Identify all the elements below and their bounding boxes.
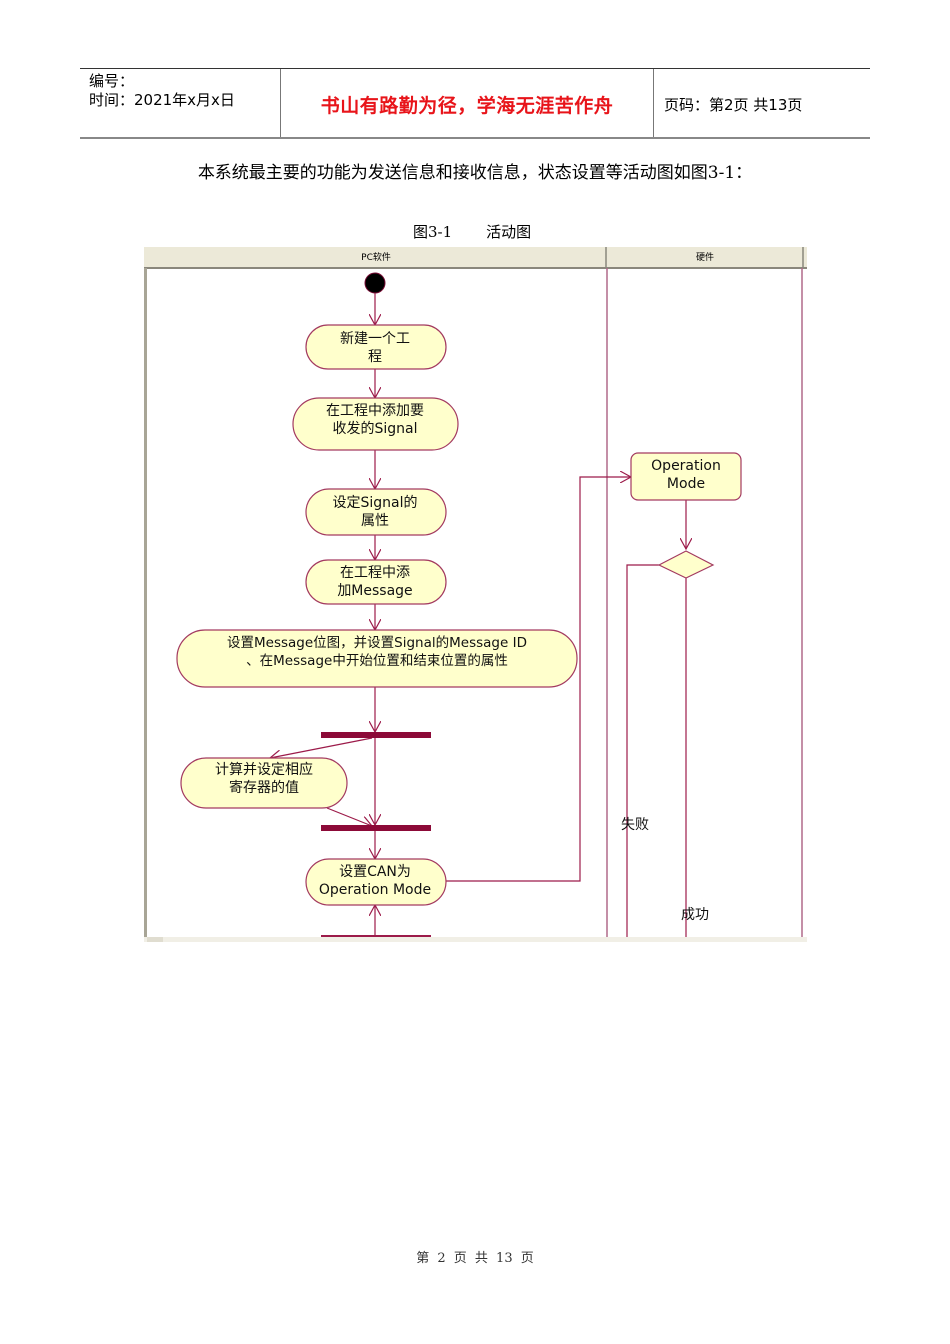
header-cell-meta: 编号： 时间：2021年x月x日 — [80, 69, 281, 137]
fork-bar — [321, 732, 431, 738]
serial-number-label: 编号： — [89, 72, 135, 90]
date-label: 时间：2021年x月x日 — [89, 91, 235, 109]
horizontal-scrollbar[interactable] — [144, 937, 807, 942]
activity-add-message — [305, 559, 447, 605]
motto-text: 书山有路勤为径，学海无涯苦作舟 — [320, 95, 614, 117]
activity-new-project — [305, 324, 447, 370]
activity-label: 设置CAN为 — [339, 864, 411, 880]
activity-label: Operation — [651, 458, 721, 474]
page-footer: 第 2 页 共 13 页 — [416, 1251, 534, 1266]
header-cell-motto: 书山有路勤为径，学海无涯苦作舟 — [281, 69, 654, 137]
decision-node — [657, 550, 715, 579]
activity-label: 寄存器的值 — [229, 779, 299, 796]
swimlane-header-bar — [144, 247, 807, 268]
flow-fail-branch — [626, 564, 659, 937]
activity-label: 计算并设定相应 — [215, 761, 313, 778]
activity-operation-mode — [630, 452, 742, 501]
activity-label: 设置Message位图，并设置Signal的Message ID — [227, 635, 527, 651]
initial-node — [364, 272, 386, 294]
guard-fail-label: 失败 — [621, 817, 649, 833]
merge-bar-partial — [321, 935, 431, 937]
activity-set-can-mode — [305, 858, 447, 906]
figure-caption: 图3-1 活动图 — [413, 221, 531, 242]
figure-number: 图3-1 — [413, 223, 453, 241]
activity-set-message-bitmap — [176, 629, 578, 688]
flow-arrow — [326, 807, 372, 826]
activity-label: Operation Mode — [319, 882, 431, 898]
flow-arrow-to-hardware — [445, 477, 631, 882]
activity-compute-registers — [180, 757, 348, 809]
activity-label: 属性 — [361, 513, 389, 529]
page-info: 页码：第2页 共13页 — [664, 96, 803, 114]
swimlane-label-hardware: 硬件 — [696, 251, 714, 263]
activity-label: 程 — [368, 349, 382, 365]
diagram-canvas — [144, 247, 807, 941]
document-header-table: 编号： 时间：2021年x月x日 书山有路勤为径，学海无涯苦作舟 页码：第2页 … — [80, 68, 870, 139]
swimlane-label-pc: PC软件 — [361, 251, 391, 263]
activity-label: 在工程中添加要 — [326, 403, 424, 419]
activity-add-signal — [292, 397, 459, 451]
activity-label: 加Message — [337, 583, 412, 599]
activity-label: 新建一个工 — [340, 331, 410, 347]
activity-label: 、在Message中开始位置和结束位置的属性 — [246, 653, 508, 669]
guard-success-label: 成功 — [681, 907, 709, 923]
activity-label: 设定Signal的 — [332, 495, 417, 511]
activity-label: 收发的Signal — [332, 421, 417, 437]
activity-label: Mode — [667, 476, 705, 492]
join-bar — [321, 825, 431, 831]
header-cell-page: 页码：第2页 共13页 — [654, 69, 870, 137]
flow-arrow — [270, 737, 373, 758]
figure-title: 活动图 — [486, 223, 532, 241]
activity-set-signal-properties — [305, 488, 447, 536]
body-paragraph: 本系统最主要的功能为发送信息和接收信息，状态设置等活动图如图3-1： — [197, 163, 753, 183]
activity-label: 在工程中添 — [340, 565, 410, 581]
